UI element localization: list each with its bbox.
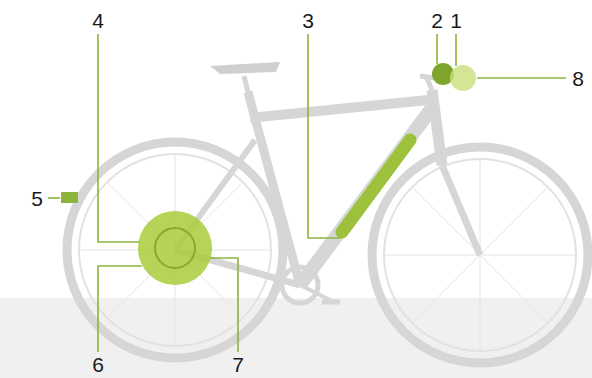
callout-number: 2 xyxy=(431,10,443,31)
callout-number: 4 xyxy=(92,10,104,31)
callout-number: 3 xyxy=(302,10,314,31)
callout-number: 6 xyxy=(92,354,104,375)
callout-number: 5 xyxy=(31,188,43,209)
highlighted-parts xyxy=(61,63,476,285)
callout-number: 7 xyxy=(232,354,244,375)
bike-frame xyxy=(67,62,588,363)
callout-number: 8 xyxy=(572,68,584,89)
leader-lines xyxy=(48,34,566,352)
callout-number: 1 xyxy=(450,10,462,31)
